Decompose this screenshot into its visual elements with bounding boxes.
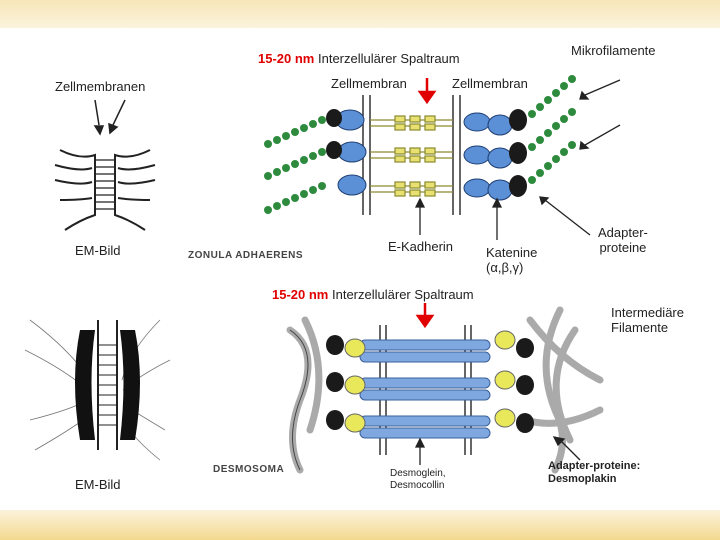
gap-nm-bottom: 15-20 nm (272, 287, 328, 302)
intermediaere-line1: Intermediäre (611, 306, 684, 321)
cadherin-rows (370, 116, 453, 196)
adapter-label: Adapter- proteine (598, 226, 648, 256)
gap-text-top: Interzellulärer Spaltraum (318, 51, 460, 66)
zonula-schematic (264, 75, 620, 240)
desmoglein-line2: Desmocollin (390, 480, 446, 492)
adapter-line2: proteine (598, 241, 648, 256)
gap-label-bottom: 15-20 nm Interzellulärer Spaltraum (272, 288, 474, 303)
katenine-label: Katenine (α,β,γ) (486, 246, 537, 276)
gap-label-top: 15-20 nm Interzellulärer Spaltraum (258, 52, 460, 67)
zellmembran-left-label: Zellmembran (331, 77, 407, 92)
arrows-zellmembranen (95, 100, 125, 134)
intermediaere-line2: Filamente (611, 321, 684, 336)
intermediaere-label: Intermediäre Filamente (611, 306, 684, 336)
desmoplakin-label: Adapter-proteine: Desmoplakin (548, 460, 640, 485)
zellmembran-right-label: Zellmembran (452, 77, 528, 92)
desmoglein-label: Desmoglein, Desmocollin (390, 468, 446, 491)
desmoplakin-line1: Adapter-proteine: (548, 460, 640, 473)
desmoglein-line1: Desmoglein, (390, 468, 446, 480)
desmosome-schematic (290, 303, 600, 470)
red-gap-arrow-bottom (418, 303, 432, 326)
katenine-line1: Katenine (486, 246, 537, 261)
gap-text-bottom: Interzellulärer Spaltraum (332, 287, 474, 302)
red-gap-arrow-top (420, 78, 434, 102)
zellmembranen-label: Zellmembranen (55, 80, 145, 95)
desmosoma-label: DESMOSOMA (213, 464, 284, 476)
em-sketch-top (55, 150, 155, 230)
zonula-label: ZONULA ADHAERENS (188, 250, 303, 262)
gap-nm-top: 15-20 nm (258, 51, 314, 66)
desmoplakin-line2: Desmoplakin (548, 473, 640, 486)
em-sketch-bottom (25, 320, 170, 460)
em-bild-bottom-label: EM-Bild (75, 478, 121, 493)
katenine-line2: (α,β,γ) (486, 261, 537, 276)
em-bild-top-label: EM-Bild (75, 244, 121, 259)
e-kadherin-label: E-Kadherin (388, 240, 453, 255)
mikrofilamente-label: Mikrofilamente (571, 44, 656, 59)
adapter-line1: Adapter- (598, 226, 648, 241)
